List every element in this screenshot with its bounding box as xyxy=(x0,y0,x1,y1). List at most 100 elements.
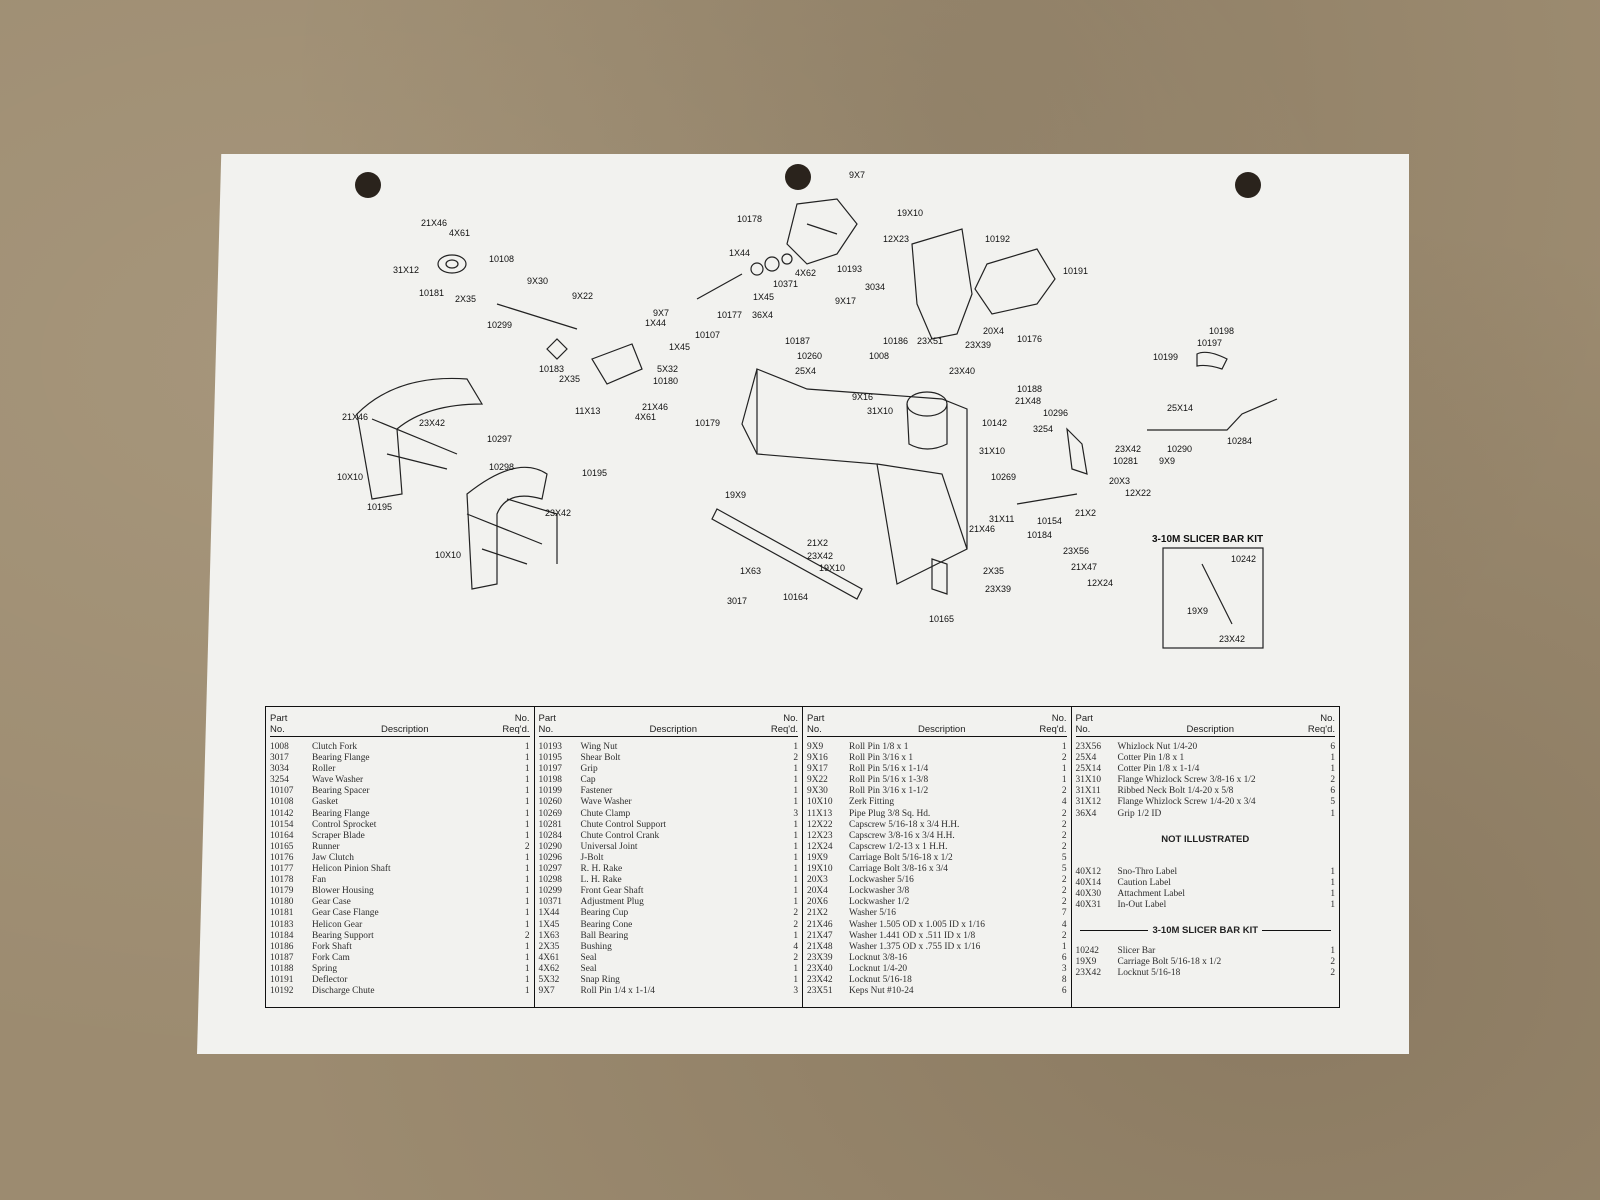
part-number: 10260 xyxy=(538,797,562,808)
callout-10281: 10281 xyxy=(1113,456,1138,466)
callout-2x35-c: 2X35 xyxy=(983,566,1004,576)
callout-2x35-a: 2X35 xyxy=(455,294,476,304)
part-number: 10183 xyxy=(270,919,294,930)
part-number: 3017 xyxy=(270,753,289,764)
quantity-required: 5 xyxy=(1061,852,1067,863)
quantity-required: 1 xyxy=(1061,764,1067,775)
part-description: Jaw Clutch xyxy=(312,852,354,863)
part-number: 25X14 xyxy=(1075,764,1102,775)
part-number: 10179 xyxy=(270,886,294,897)
quantity-required: 1 xyxy=(793,742,798,752)
part-description: Roll Pin 3/16 x 1-1/2 xyxy=(849,786,929,797)
part-number: 19X9 xyxy=(1075,957,1097,968)
part-number: 10198 xyxy=(538,775,562,786)
callout-1x44-b: 1X44 xyxy=(645,318,666,328)
part-description: Chute Control Crank xyxy=(580,830,660,841)
part-number: 23X56 xyxy=(1075,742,1102,752)
part-description: Bearing Spacer xyxy=(312,786,370,797)
callout-4x61-m: 4X61 xyxy=(635,412,656,422)
callout-4x62: 4X62 xyxy=(795,268,816,278)
callout-10191: 10191 xyxy=(1063,266,1088,276)
table-row: 10188 Spring 1 xyxy=(270,964,530,975)
callout-10178: 10178 xyxy=(737,214,762,224)
part-number: 36X4 xyxy=(1075,808,1097,819)
part-description: Grip 1/2 ID xyxy=(1117,808,1162,819)
kit-callout-19x9: 19X9 xyxy=(1187,606,1208,616)
part-number: 3254 xyxy=(270,775,289,786)
parts-sheet: 9X7 19X10 12X23 10192 10191 10178 1X44 4… xyxy=(197,154,1409,1054)
part-description: Front Gear Shaft xyxy=(580,886,644,897)
part-number: 3034 xyxy=(270,764,289,775)
quantity-required: 1 xyxy=(524,742,530,752)
callout-10x10-b: 10X10 xyxy=(435,550,461,560)
quantity-required: 3 xyxy=(793,808,798,819)
part-description: Shear Bolt xyxy=(580,753,621,764)
part-description: Chute Control Support xyxy=(580,819,666,830)
quantity-required: 2 xyxy=(1061,875,1067,886)
part-number: 12X23 xyxy=(807,830,833,841)
callout-10192: 10192 xyxy=(985,234,1010,244)
quantity-required: 1 xyxy=(524,786,530,797)
pinion-shaft-drawing xyxy=(696,273,743,300)
part-description: Helicon Gear xyxy=(312,919,363,930)
part-number: 10186 xyxy=(270,941,294,952)
fan-drawing xyxy=(786,198,858,265)
callout-10180: 10180 xyxy=(653,376,678,386)
part-description: Spring xyxy=(312,963,338,974)
part-number: 10188 xyxy=(270,963,294,974)
part-description: Lockwasher 3/8 xyxy=(849,886,910,897)
callout-9x9: 9X9 xyxy=(1159,456,1175,466)
quantity-required: 2 xyxy=(1061,830,1067,841)
quantity-required: 2 xyxy=(1330,957,1335,968)
part-description: Bearing Flange xyxy=(312,808,370,819)
part-description: R. H. Rake xyxy=(580,864,623,875)
quantity-required: 7 xyxy=(1061,908,1067,919)
quantity-required: 2 xyxy=(793,952,798,963)
callout-31x11: 31X11 xyxy=(989,514,1014,524)
callout-10187: 10187 xyxy=(785,336,810,346)
quantity-required: 2 xyxy=(1061,886,1067,897)
slicer-bar-kit-title: 3-10M SLICER BAR KIT xyxy=(1152,534,1263,545)
quantity-required: 1 xyxy=(524,963,530,974)
part-number: 40X31 xyxy=(1075,899,1102,910)
quantity-required: 1 xyxy=(524,775,530,786)
quantity-required: 2 xyxy=(793,919,798,930)
part-number: 10165 xyxy=(270,841,294,852)
part-description: Attachment Label xyxy=(1117,888,1185,899)
quantity-required: 1 xyxy=(1330,866,1335,877)
part-number: 10142 xyxy=(270,808,294,819)
callout-21x46-m: 21X46 xyxy=(642,402,668,412)
quantity-required: 2 xyxy=(1061,753,1067,764)
part-number: 19X10 xyxy=(807,864,833,875)
part-description: Wave Washer xyxy=(580,797,632,808)
part-number: 10284 xyxy=(538,830,562,841)
callout-21x2-b: 21X2 xyxy=(1075,508,1096,518)
callout-9x22: 9X22 xyxy=(572,291,593,301)
part-description: Lockwasher 5/16 xyxy=(849,875,914,886)
quantity-required: 4 xyxy=(1061,919,1067,930)
part-description: Carriage Bolt 5/16-18 x 1/2 xyxy=(1117,957,1222,968)
part-number: 10195 xyxy=(538,753,562,764)
